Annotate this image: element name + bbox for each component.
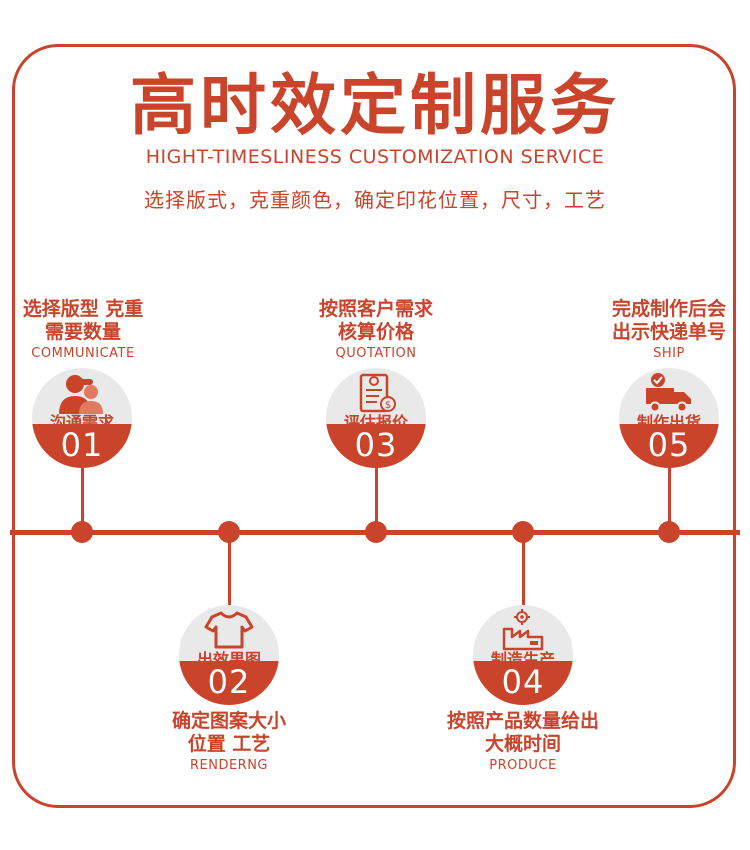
step-3-desc-english: QUOTATION xyxy=(335,346,417,361)
step-5-desc-line2: 出示快递单号 xyxy=(611,321,726,343)
step-2-circle: 出效果图 02 xyxy=(179,605,279,705)
step-4-desc-english: PRODUCE xyxy=(489,758,557,773)
step-4-label: 制造生产 xyxy=(490,650,555,669)
step-5-circle: 制作出货 05 xyxy=(619,368,719,468)
step-1-desc-english: COMMUNICATE xyxy=(31,346,135,361)
timeline-dot-2 xyxy=(218,521,240,543)
step-5-description: 完成制作后会 出示快递单号 SHIP xyxy=(579,298,750,363)
step-2-description: 确定图案大小 位置 工艺 RENDERNG xyxy=(139,710,319,775)
step-4-description: 按照产品数量给出 大概时间 PRODUCE xyxy=(433,710,613,775)
step-1-circle: 沟通需求 01 xyxy=(32,368,132,468)
step-4-number: 04 xyxy=(501,663,545,701)
step-2-desc-english: RENDERNG xyxy=(189,758,269,773)
stem-3 xyxy=(375,466,378,526)
timeline-dot-4 xyxy=(512,521,534,543)
step-1-desc-line1: 选择版型 克重 xyxy=(22,298,144,320)
step-2-desc-line1: 确定图案大小 xyxy=(171,710,286,732)
timeline-dot-1 xyxy=(71,521,93,543)
truck-icon xyxy=(646,373,691,413)
step-3-desc-line1: 按照客户需求 xyxy=(318,298,433,320)
step-1-label: 沟通需求 xyxy=(49,413,114,432)
stem-5 xyxy=(668,466,671,526)
step-1-desc-line2: 需要数量 xyxy=(44,321,121,343)
step-3-number: 03 xyxy=(354,426,398,464)
step-4-desc-line1: 按照产品数量给出 xyxy=(446,710,599,732)
tshirt-icon xyxy=(204,611,254,649)
people-icon xyxy=(59,375,103,414)
step-1-number: 01 xyxy=(60,426,104,464)
step-5-number: 05 xyxy=(647,426,691,464)
invoice-icon: $ xyxy=(359,373,396,413)
step-2-desc-line2: 位置 工艺 xyxy=(187,733,271,755)
timeline-dot-5 xyxy=(658,521,680,543)
step-3-desc-line2: 核算价格 xyxy=(337,321,414,343)
outer-frame xyxy=(12,44,736,808)
step-1-description: 选择版型 克重 需要数量 COMMUNICATE xyxy=(0,298,173,363)
stem-4 xyxy=(522,535,525,607)
step-5-desc-english: SHIP xyxy=(653,346,685,361)
timeline-dot-3 xyxy=(365,521,387,543)
step-2-label: 出效果图 xyxy=(196,650,261,669)
step-5-desc-line1: 完成制作后会 xyxy=(611,298,726,320)
subtitle-english: HIGHT-TIMESLINESS CUSTOMIZATION SERVICE xyxy=(145,146,605,168)
step-2-number: 02 xyxy=(207,663,251,701)
step-3-circle: $ 评估报价 03 xyxy=(326,368,426,468)
step-4-circle: 制造生产 04 xyxy=(473,605,573,705)
subtitle-chinese: 选择版式，克重颜色，确定印花位置，尺寸，工艺 xyxy=(144,188,606,212)
stem-2 xyxy=(228,535,231,607)
stem-1 xyxy=(81,466,84,526)
factory-icon xyxy=(502,609,544,651)
step-3-description: 按照客户需求 核算价格 QUOTATION xyxy=(286,298,466,363)
step-3-label: 评估报价 xyxy=(343,413,408,432)
step-4-desc-line2: 大概时间 xyxy=(484,733,561,755)
step-5-label: 制作出货 xyxy=(636,413,701,432)
page-title: 高时效定制服务 xyxy=(130,67,620,144)
svg-text:$: $ xyxy=(385,400,391,411)
